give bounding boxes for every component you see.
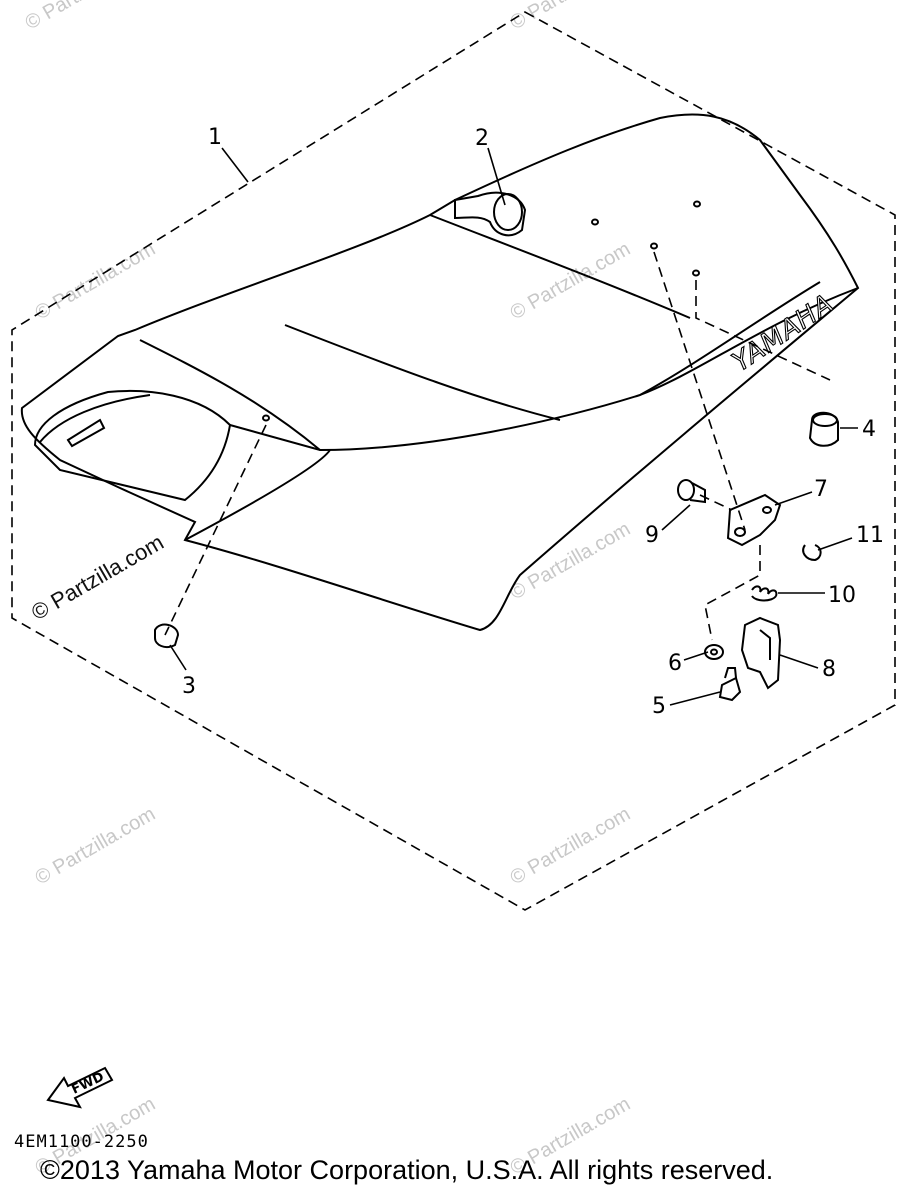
callout-9: 9	[645, 523, 659, 548]
assembly-boundary	[11, 11, 896, 911]
watermark: © Partzilla.com	[507, 803, 635, 889]
fwd-arrow-icon: FWD	[46, 1066, 114, 1109]
part-8-latch	[740, 616, 782, 690]
watermark: © Partzilla.com	[507, 238, 635, 324]
callout-8: 8	[822, 657, 836, 682]
part-7-bracket	[726, 493, 782, 547]
watermark: © Partzilla.com	[32, 238, 160, 324]
callout-4: 4	[862, 417, 876, 442]
watermark: © Partzilla.com	[22, 0, 150, 34]
watermark: © Partzilla.com	[32, 803, 160, 889]
part-10-spring	[751, 585, 778, 602]
callout-1: 1	[208, 125, 222, 150]
callout-6: 6	[668, 651, 682, 676]
part-4-grommet	[808, 411, 839, 447]
part-11-clip	[802, 544, 822, 562]
seat-brand-text: YAMAHA	[727, 289, 839, 378]
part-3-damper	[154, 623, 180, 648]
callout-3: 3	[182, 674, 196, 699]
callout-2: 2	[475, 126, 489, 151]
callout-7: 7	[814, 477, 828, 502]
callout-10: 10	[828, 583, 856, 608]
assembly-lines	[164, 251, 831, 641]
callouts: 1 2 3 4 5 6 7 8 9 10 11	[182, 125, 884, 719]
copyright-notice: ©2013 Yamaha Motor Corporation, U.S.A. A…	[40, 1155, 774, 1185]
fwd-label: FWD	[69, 1070, 106, 1098]
callout-11: 11	[856, 523, 884, 548]
watermark: © Partzilla.com	[507, 0, 635, 34]
leader-lines	[169, 147, 858, 706]
part-5-bolt	[718, 667, 742, 702]
part-code: 4EM1100-2250	[14, 1132, 149, 1152]
callout-5: 5	[652, 694, 666, 719]
part-9-bolt	[677, 479, 706, 504]
part-6-washer	[704, 644, 724, 660]
watermark-layer: © Partzilla.com © Partzilla.com © Partzi…	[22, 0, 635, 1179]
